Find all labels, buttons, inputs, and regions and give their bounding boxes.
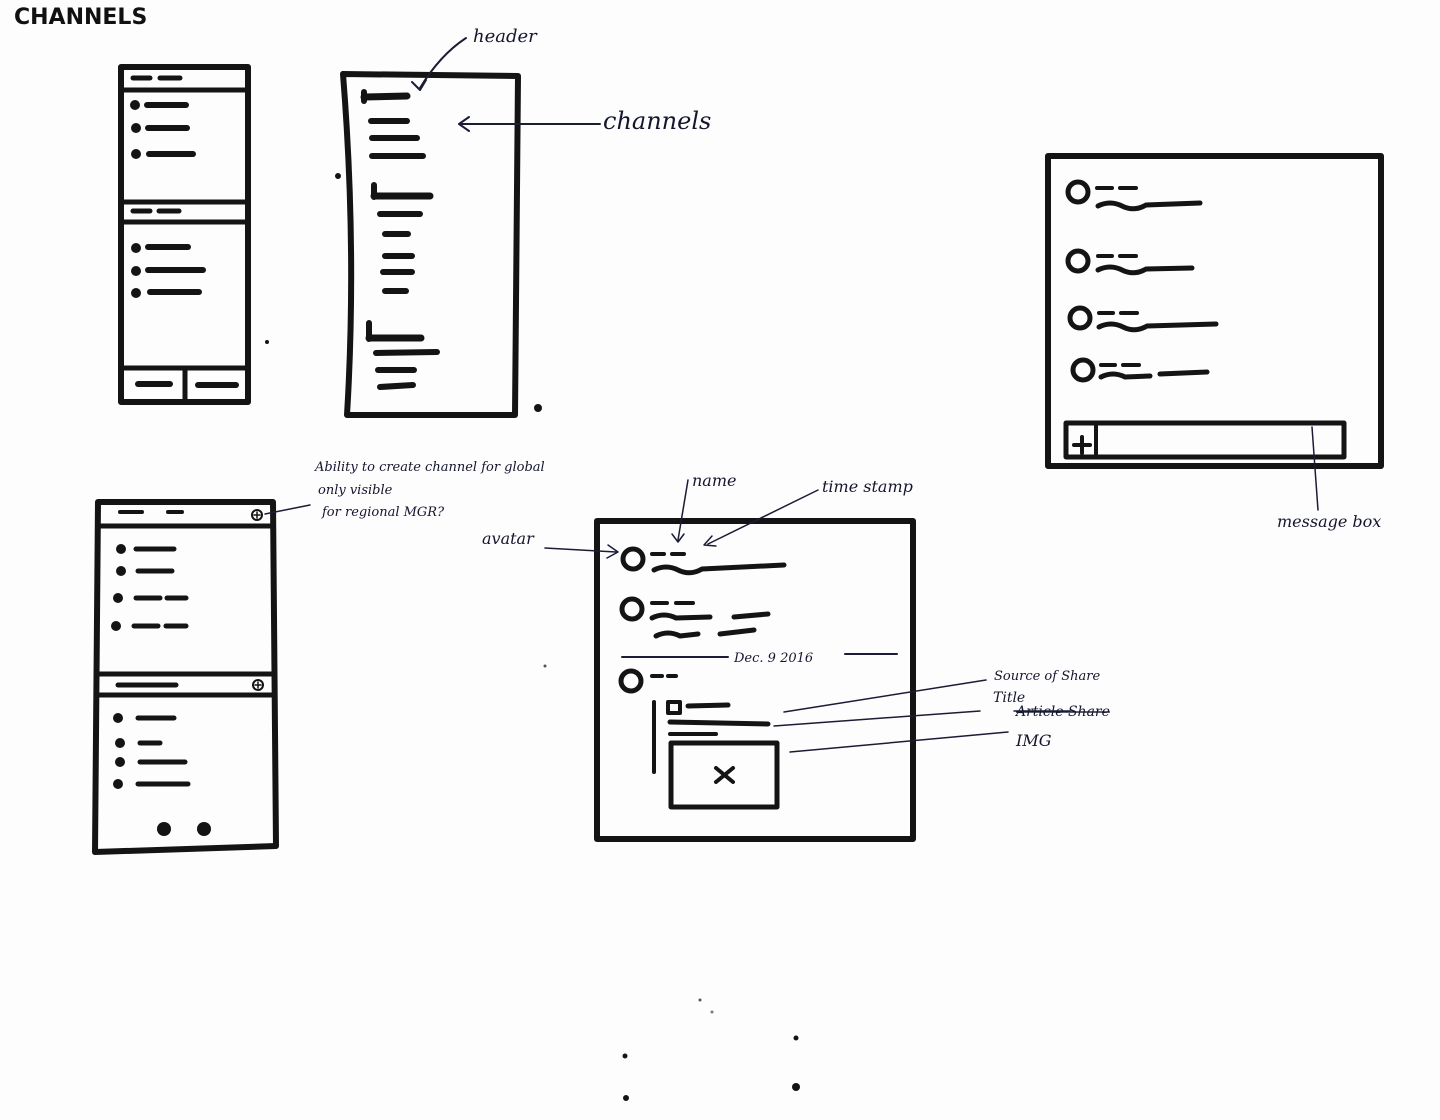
- sketch-message-view: [1045, 153, 1384, 469]
- sketch-message-row: [620, 546, 787, 576]
- sketch-message-row: [1065, 179, 1203, 212]
- sketch-channel-column: [340, 71, 521, 418]
- sketch-message-row: [619, 596, 771, 639]
- annotation-article-share: Article Share: [1014, 704, 1110, 720]
- sketch-sidebar-items-group-3: [111, 544, 189, 631]
- sketch-message-row: [1067, 305, 1219, 333]
- sketch-sidebar-list: [118, 64, 251, 405]
- sketch-message-row: [1070, 357, 1210, 383]
- annotation-timestamp: time stamp: [822, 477, 913, 496]
- date-divider: Dec. 9 2016: [621, 651, 898, 666]
- add-channel-icon: [251, 509, 263, 521]
- sketch-shared-article: [652, 700, 780, 810]
- add-channel-icon: [252, 679, 264, 691]
- sketch-message-box: [1063, 420, 1347, 460]
- annotation-message-box: message box: [1277, 512, 1381, 531]
- annotation-ability-line2: only visible: [318, 483, 393, 498]
- sketch-message-row: [618, 668, 678, 694]
- annotation-channels: channels: [603, 107, 711, 135]
- annotation-name: name: [692, 471, 736, 490]
- annotation-title: Title: [993, 690, 1025, 706]
- annotation-img: IMG: [1015, 731, 1052, 750]
- annotation-source-of-share: Source of Share: [994, 669, 1100, 684]
- page-title: CHANNELS: [14, 5, 147, 30]
- image-placeholder: [668, 740, 780, 810]
- sketch-sidebar-items-group-4: [113, 713, 191, 789]
- date-divider-label: Dec. 9 2016: [733, 651, 813, 666]
- sketch-sidebar-items-group-1: [130, 100, 196, 159]
- sketch-sidebar-with-add: [92, 499, 279, 855]
- annotation-avatar: avatar: [482, 529, 535, 548]
- ink-specks: [265, 173, 800, 1101]
- annotation-ability-line3: for regional MGR?: [321, 505, 445, 520]
- sketch-message-row: [1065, 248, 1195, 276]
- sketch-sidebar-items-group-2: [131, 243, 206, 298]
- annotation-header: header: [473, 26, 538, 47]
- sketch-message-detail: Dec. 9 2016: [594, 518, 916, 842]
- annotation-ability-line1: Ability to create channel for global: [314, 460, 545, 475]
